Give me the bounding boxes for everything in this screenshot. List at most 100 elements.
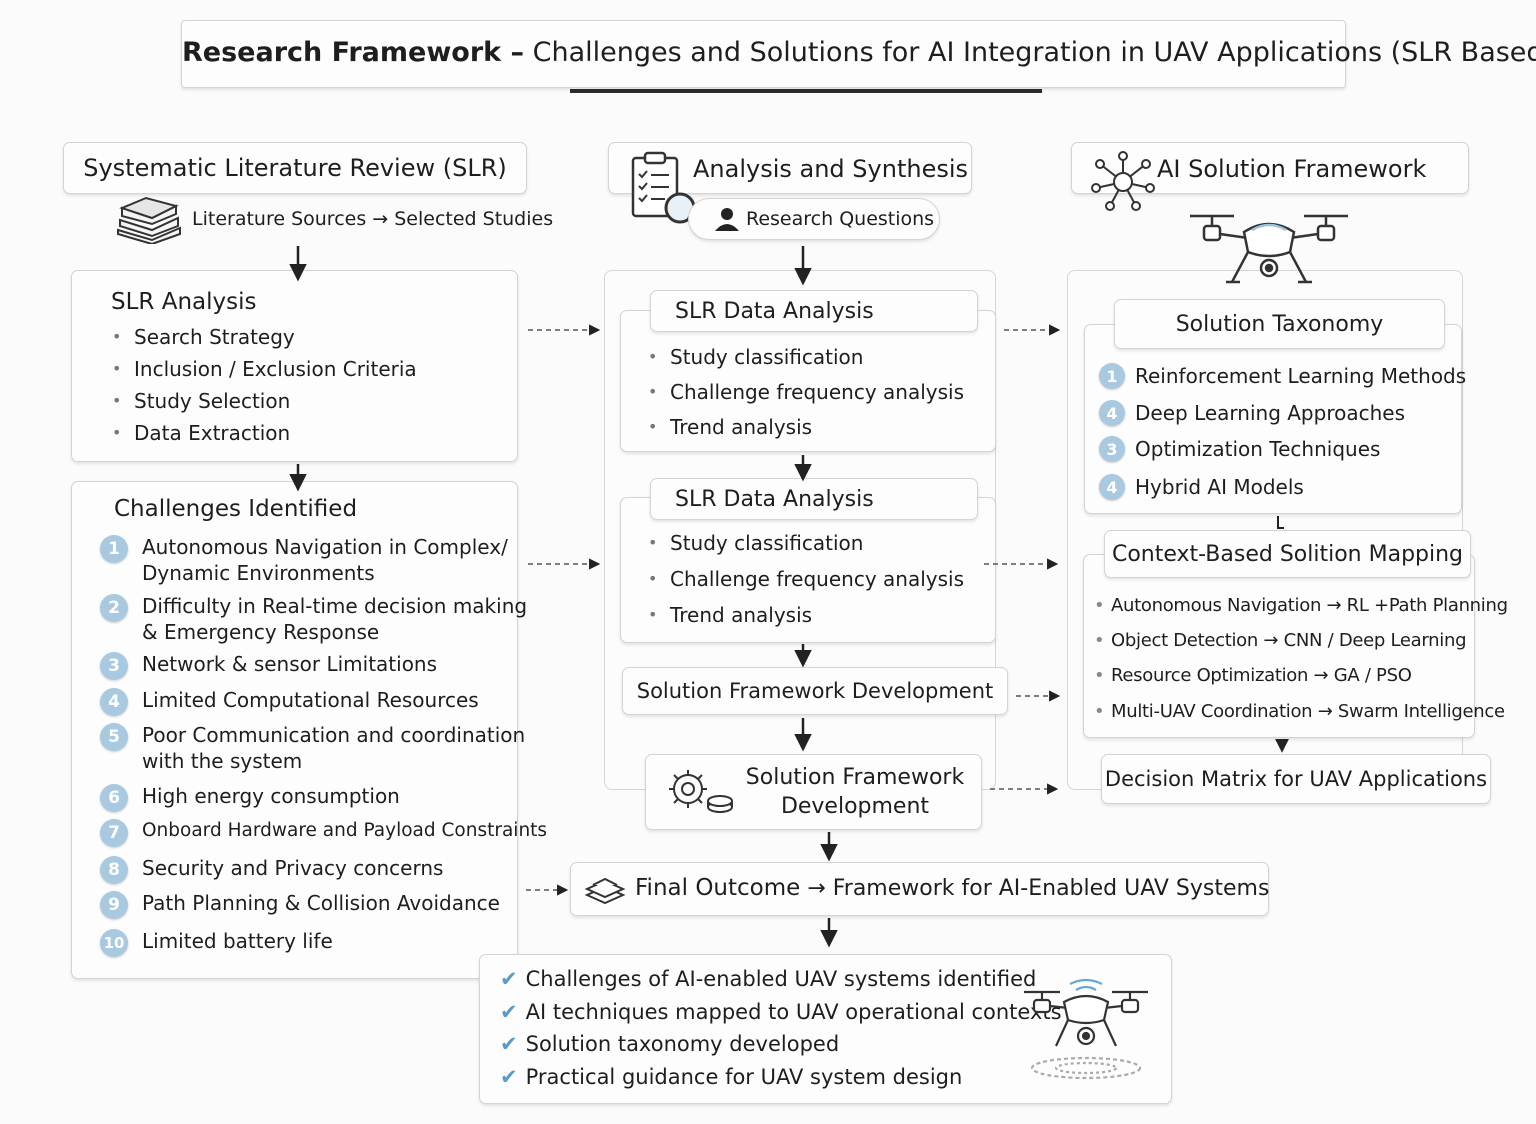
gears-icon (662, 767, 734, 819)
number-badge: 1 (1099, 363, 1125, 389)
decision-matrix-label: Decision Matrix for UAV Applications (1104, 767, 1488, 791)
number-badge: 8 (100, 856, 128, 884)
challenge-text-continued: Dynamic Environments (142, 561, 375, 585)
bullet: • (1094, 595, 1105, 616)
challenges-box: Challenges Identified (71, 481, 518, 979)
list-item: Challenge frequency analysis (646, 569, 964, 605)
taxonomy-item: Reinforcement Learning Methods (1135, 364, 1467, 388)
page-title: Research Framework – Challenges and Solu… (182, 37, 1536, 68)
outcome-item: ✔Challenges of AI-enabled UAV systems id… (500, 967, 1036, 991)
slr-header-label: Systematic Literature Review (SLR) (83, 154, 507, 182)
solution-framework-dev-2: Solution Framework Development (645, 754, 982, 830)
challenge-text: Onboard Hardware and Payload Constraints (142, 820, 548, 841)
check-icon: ✔ (500, 1000, 518, 1024)
solution-framework-dev-label: Solution Framework Development (636, 679, 994, 703)
challenge-item: Security and Privacy concerns (142, 855, 443, 881)
books-icon (114, 196, 184, 246)
literature-sources-label: Literature Sources → Selected Studies (192, 208, 554, 230)
outcome-text: Solution taxonomy developed (525, 1032, 840, 1056)
person-icon (715, 207, 739, 231)
research-questions-label: Research Questions (746, 208, 935, 230)
taxonomy-title: Solution Taxonomy (1114, 299, 1445, 349)
data-analysis-list-1: Study classification Challenge frequency… (646, 347, 964, 452)
outcome-text: Challenges of AI-enabled UAV systems ide… (525, 967, 1037, 991)
list-item: Study classification (646, 533, 964, 569)
ai-network-icon (1090, 150, 1156, 214)
challenge-item: Difficulty in Real-time decision making&… (142, 593, 527, 645)
decision-matrix-box: Decision Matrix for UAV Applications (1101, 754, 1491, 804)
list-item: Study classification (646, 347, 964, 382)
solution-framework-dev-1: Solution Framework Development (622, 667, 1008, 715)
challenge-item: Onboard Hardware and Payload Constraints (142, 818, 547, 844)
taxonomy-title-label: Solution Taxonomy (1175, 311, 1384, 337)
outcome-text: Practical guidance for UAV system design (525, 1065, 963, 1089)
challenge-text: Limited Computational Resources (142, 688, 479, 712)
slr-analysis-box: SLR Analysis Search Strategy Inclusion /… (71, 270, 518, 462)
challenge-text-continued: with the system (142, 749, 303, 773)
slr-header: Systematic Literature Review (SLR) (63, 142, 527, 194)
bullet: • (1094, 665, 1105, 686)
list-item: Trend analysis (646, 605, 964, 641)
challenges-title: Challenges Identified (114, 496, 358, 522)
number-badge: 10 (100, 929, 128, 957)
research-questions-pill: Research Questions (688, 198, 940, 240)
challenge-item: Limited Computational Resources (142, 687, 479, 713)
taxonomy-item: Deep Learning Approaches (1135, 401, 1405, 425)
list-item: Data Extraction (110, 423, 417, 455)
challenge-text: Autonomous Navigation in Complex/ (142, 535, 508, 559)
challenge-text: Poor Communication and coordination (142, 723, 526, 747)
number-badge: 3 (1099, 436, 1125, 462)
title-bold: Research Framework – (182, 37, 525, 68)
layers-icon (583, 877, 627, 905)
number-badge: 2 (100, 594, 128, 622)
challenge-item: Autonomous Navigation in Complex/Dynamic… (142, 534, 508, 586)
challenge-text-continued: & Emergency Response (142, 620, 380, 644)
challenge-item: Path Planning & Collision Avoidance (142, 890, 500, 916)
number-badge: 7 (100, 819, 128, 847)
data-analysis-list-2: Study classification Challenge frequency… (646, 533, 964, 641)
number-badge: 9 (100, 891, 128, 919)
challenge-text: Limited battery life (142, 929, 333, 953)
outcomes-box (479, 954, 1172, 1104)
bullet: • (1094, 701, 1105, 722)
challenge-text: Difficulty in Real-time decision making (142, 594, 528, 618)
mapping-title-label: Context-Based Solition Mapping (1111, 541, 1464, 567)
mapping-title: Context-Based Solition Mapping (1104, 530, 1471, 578)
bullet: • (1094, 630, 1105, 651)
challenge-item: Network & sensor Limitations (142, 651, 437, 677)
taxonomy-item: Optimization Techniques (1135, 437, 1381, 461)
challenge-text: Security and Privacy concerns (142, 856, 444, 880)
clipboard-search-icon (628, 150, 706, 234)
data-analysis-title-label: SLR Data Analysis (675, 487, 874, 512)
check-icon: ✔ (500, 1065, 518, 1089)
mapping-item: Multi-UAV Coordination → Swarm Intellige… (1111, 701, 1505, 722)
taxonomy-item: Hybrid AI Models (1135, 475, 1304, 499)
list-item: Challenge frequency analysis (646, 382, 964, 417)
challenge-item: High energy consumption (142, 783, 400, 809)
number-badge: 4 (100, 688, 128, 716)
title-banner: Research Framework – Challenges and Solu… (181, 20, 1536, 88)
challenge-text: Path Planning & Collision Avoidance (142, 891, 500, 915)
check-icon: ✔ (500, 1032, 518, 1056)
data-analysis-title-2: SLR Data Analysis (650, 478, 978, 520)
final-outcome-box: Final Outcome → Framework for AI-Enabled… (570, 862, 1269, 916)
outcome-text: AI techniques mapped to UAV operational … (525, 1000, 1062, 1024)
title-rest: Challenges and Solutions for AI Integrat… (532, 37, 1536, 68)
number-badge: 1 (100, 535, 128, 563)
number-badge: 5 (100, 723, 128, 751)
outcome-item: ✔ Solution taxonomy developed (500, 1032, 839, 1056)
list-item: Inclusion / Exclusion Criteria (110, 359, 417, 391)
outcome-item: ✔ AI techniques mapped to UAV operational… (500, 1000, 1062, 1024)
final-outcome-target: → Framework for AI-Enabled UAV Systems (807, 876, 1270, 901)
mapping-box (1083, 554, 1475, 738)
solution-framework-dev-line2: Development (780, 794, 930, 819)
mapping-item: Object Detection → CNN / Deep Learning (1111, 630, 1467, 651)
challenge-text: Network & sensor Limitations (142, 652, 438, 676)
number-badge: 3 (100, 652, 128, 680)
analysis-header-label: Analysis and Synthesis (693, 155, 969, 183)
slr-analysis-list: Search Strategy Inclusion / Exclusion Cr… (110, 327, 417, 455)
number-badge: 4 (1099, 474, 1125, 500)
number-badge: 4 (1099, 400, 1125, 426)
